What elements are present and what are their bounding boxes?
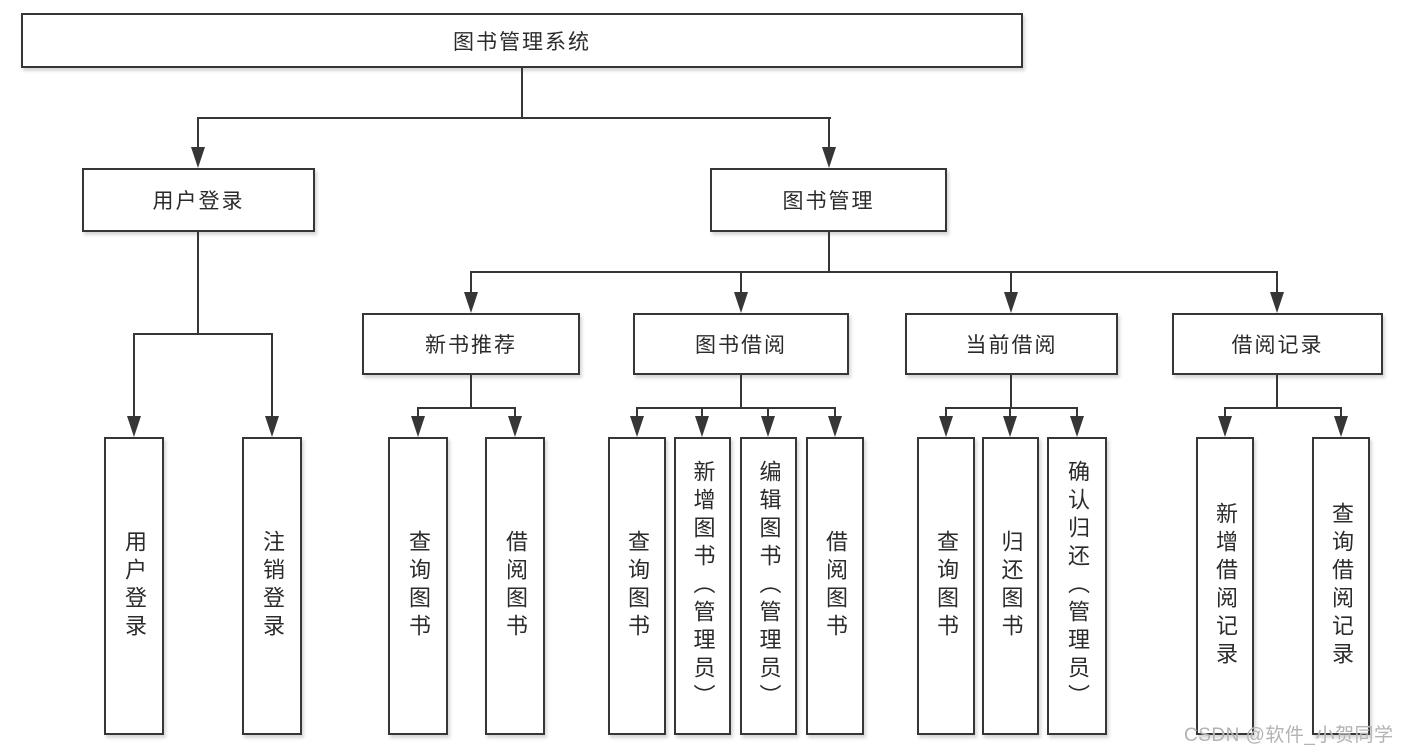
arrow-down-icon xyxy=(1003,416,1017,437)
leaf-user-login: 用户登录 xyxy=(104,437,164,735)
node-user-login-label: 用户登录 xyxy=(152,190,245,213)
connector-line xyxy=(945,407,947,418)
connector-line xyxy=(470,375,472,408)
arrow-down-icon xyxy=(508,416,522,437)
connector-line xyxy=(767,407,769,418)
leaf-query-book-1-label: 查询图书 xyxy=(406,530,431,642)
connector-line xyxy=(417,407,419,418)
arrow-down-icon xyxy=(734,292,748,313)
connector-line xyxy=(470,271,1278,273)
connector-line xyxy=(1009,407,1011,418)
node-book-management: 图书管理 xyxy=(710,168,947,232)
leaf-query-book-3: 查询图书 xyxy=(917,437,975,735)
leaf-confirm-return-admin-label: 确认归还（管理员） xyxy=(1065,460,1090,712)
node-user-login: 用户登录 xyxy=(82,168,315,232)
arrow-down-icon xyxy=(822,147,836,168)
connector-line xyxy=(1224,407,1342,409)
leaf-logout: 注销登录 xyxy=(242,437,302,735)
arrow-down-icon xyxy=(191,147,205,168)
leaf-edit-book-admin-label: 编辑图书（管理员） xyxy=(756,460,782,712)
connector-line xyxy=(1224,407,1226,418)
node-borrow-record: 借阅记录 xyxy=(1172,313,1383,375)
node-current-borrow-label: 当前借阅 xyxy=(965,334,1058,357)
connector-line xyxy=(1340,407,1342,418)
connector-line xyxy=(133,333,135,418)
connector-line xyxy=(828,117,830,151)
leaf-return-book-label: 归还图书 xyxy=(998,530,1024,642)
arrow-down-icon xyxy=(411,416,425,437)
connector-line xyxy=(740,271,742,297)
connector-line xyxy=(636,407,836,409)
leaf-borrow-book-2: 借阅图书 xyxy=(806,437,864,735)
arrow-down-icon xyxy=(1334,416,1348,437)
csdn-watermark: CSDN @软件_小贺同学 xyxy=(1184,725,1394,746)
connector-line xyxy=(417,407,516,409)
connector-line xyxy=(740,375,742,408)
arrow-down-icon xyxy=(828,416,842,437)
arrow-down-icon xyxy=(630,416,644,437)
connector-line xyxy=(636,407,638,418)
arrow-down-icon xyxy=(761,416,775,437)
node-book-management-label: 图书管理 xyxy=(782,190,875,213)
leaf-confirm-return-admin: 确认归还（管理员） xyxy=(1047,437,1107,735)
connector-line xyxy=(1076,407,1078,418)
connector-line xyxy=(197,117,199,151)
leaf-add-borrow-record-label: 新增借阅记录 xyxy=(1213,502,1238,670)
node-new-book-recommend: 新书推荐 xyxy=(362,313,580,375)
arrow-down-icon xyxy=(1004,292,1018,313)
leaf-query-borrow-record: 查询借阅记录 xyxy=(1312,437,1370,735)
arrow-down-icon xyxy=(1070,416,1084,437)
leaf-borrow-book-1-label: 借阅图书 xyxy=(503,530,528,642)
connector-line xyxy=(470,271,472,297)
connector-line xyxy=(197,117,831,119)
leaf-add-book-admin-label: 新增图书（管理员） xyxy=(690,460,716,712)
leaf-user-login-label: 用户登录 xyxy=(122,530,147,642)
node-book-borrow-label: 图书借阅 xyxy=(695,334,787,357)
connector-line xyxy=(828,232,830,272)
node-new-book-recommend-label: 新书推荐 xyxy=(425,334,517,357)
leaf-query-borrow-record-label: 查询借阅记录 xyxy=(1329,502,1354,670)
connector-line xyxy=(1010,271,1012,297)
connector-line xyxy=(514,407,516,418)
leaf-borrow-book-2-label: 借阅图书 xyxy=(823,530,848,642)
connector-line xyxy=(834,407,836,418)
leaf-query-book-1: 查询图书 xyxy=(388,437,448,735)
leaf-return-book: 归还图书 xyxy=(982,437,1039,735)
connector-line xyxy=(1010,375,1012,408)
connector-line xyxy=(521,68,523,118)
leaf-add-borrow-record: 新增借阅记录 xyxy=(1196,437,1254,735)
leaf-query-book-2-label: 查询图书 xyxy=(625,530,650,642)
leaf-borrow-book-1: 借阅图书 xyxy=(485,437,545,735)
connector-line xyxy=(701,407,703,418)
connector-line xyxy=(945,407,1078,409)
leaf-add-book-admin: 新增图书（管理员） xyxy=(674,437,731,735)
node-book-borrow: 图书借阅 xyxy=(633,313,849,375)
node-current-borrow: 当前借阅 xyxy=(905,313,1118,375)
node-root-label: 图书管理系统 xyxy=(453,30,591,54)
connector-line xyxy=(197,232,199,334)
connector-line xyxy=(1276,375,1278,408)
arrow-down-icon xyxy=(939,416,953,437)
arrow-down-icon xyxy=(1218,416,1232,437)
arrow-down-icon xyxy=(1270,292,1284,313)
leaf-logout-label: 注销登录 xyxy=(260,530,285,642)
leaf-edit-book-admin: 编辑图书（管理员） xyxy=(740,437,797,735)
arrow-down-icon xyxy=(695,416,709,437)
arrow-down-icon xyxy=(265,416,279,437)
connector-line xyxy=(271,333,273,418)
leaf-query-book-2: 查询图书 xyxy=(608,437,666,735)
node-root: 图书管理系统 xyxy=(21,13,1023,68)
arrow-down-icon xyxy=(127,416,141,437)
connector-line xyxy=(1276,271,1278,297)
arrow-down-icon xyxy=(464,292,478,313)
node-borrow-record-label: 借阅记录 xyxy=(1231,334,1324,357)
leaf-query-book-3-label: 查询图书 xyxy=(934,530,959,642)
connector-line xyxy=(133,333,273,335)
